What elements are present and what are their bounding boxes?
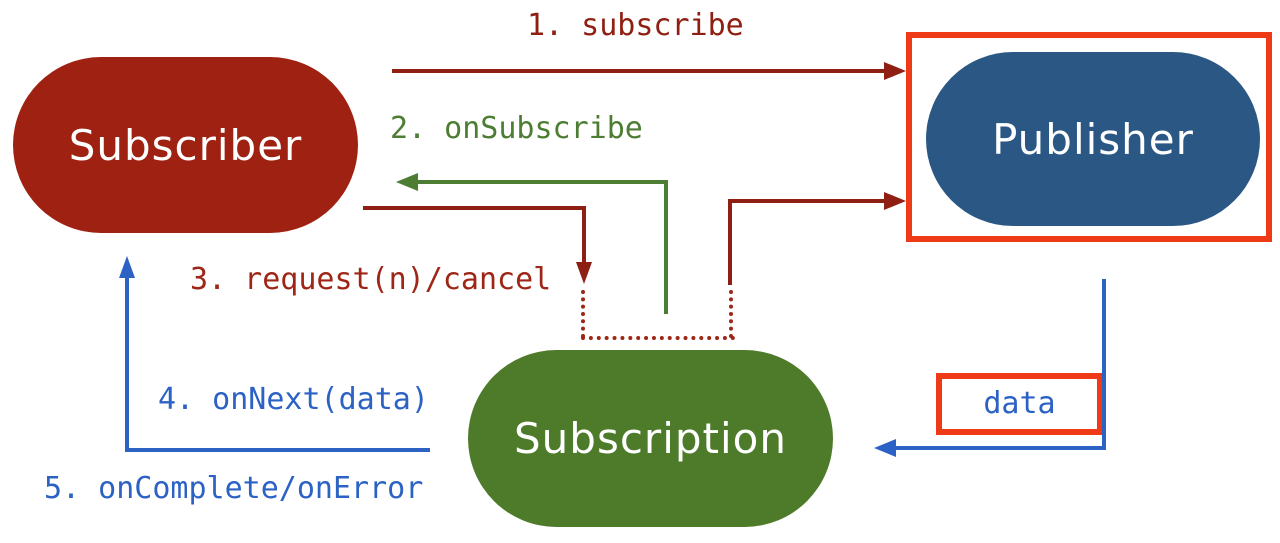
request-arrowhead-icon: [576, 262, 592, 284]
onnext-arrowhead-icon: [119, 256, 135, 278]
publisher-node: Publisher: [926, 52, 1260, 226]
subscribe-arrow-line: [392, 69, 886, 73]
data-flow-vertical: [1102, 279, 1106, 450]
step3-label: 3. request(n)/cancel: [190, 262, 552, 297]
request-arrow-vertical: [582, 206, 586, 262]
data-flow-arrowhead-icon: [874, 439, 896, 457]
data-highlight-box: data: [936, 373, 1103, 435]
onnext-arrow-line: [125, 448, 430, 452]
data-flow-line: [894, 446, 1106, 450]
dotted-connector-right: [729, 290, 733, 338]
onsubscribe-arrow-line: [416, 180, 668, 184]
dotted-connector-left: [581, 290, 585, 338]
subscriber-label: Subscriber: [68, 120, 303, 170]
request-arrow-line: [363, 206, 586, 210]
publisher-label: Publisher: [992, 114, 1194, 164]
subscription-label: Subscription: [514, 414, 787, 463]
step4-label: 4. onNext(data): [158, 382, 429, 417]
onnext-arrow-vertical: [125, 276, 129, 452]
request-to-publisher-line: [728, 199, 886, 203]
onsubscribe-arrow-vertical: [664, 180, 668, 314]
dotted-connector-bottom: [581, 336, 735, 340]
onsubscribe-arrowhead-icon: [396, 173, 418, 191]
step5-label: 5. onComplete/onError: [44, 471, 424, 506]
data-label: data: [983, 386, 1056, 421]
subscriber-node: Subscriber: [13, 57, 358, 233]
subscription-node: Subscription: [468, 350, 833, 527]
step1-label: 1. subscribe: [527, 8, 744, 43]
subscribe-arrowhead-icon: [884, 62, 906, 80]
request-to-publisher-vertical: [728, 199, 732, 285]
step2-label: 2. onSubscribe: [390, 111, 643, 146]
request-to-publisher-arrowhead-icon: [884, 192, 906, 210]
publisher-highlight-box: [906, 32, 1272, 242]
